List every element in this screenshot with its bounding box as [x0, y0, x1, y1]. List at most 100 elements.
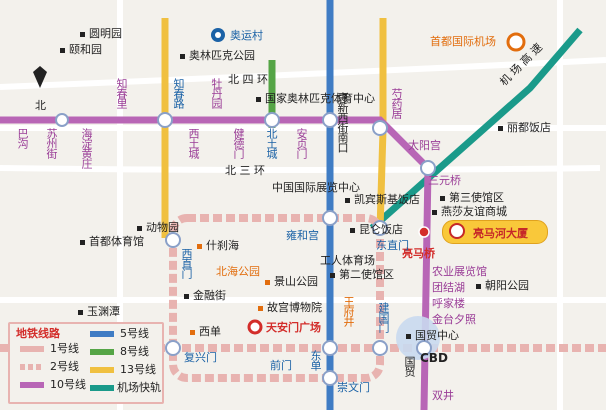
poi-chaoyangpark[interactable]: 朝阳公园 — [476, 280, 529, 292]
poi-guomaozhongxin[interactable]: 国贸中心 — [406, 330, 459, 342]
hotel-icon — [449, 223, 465, 239]
station-guomao[interactable]: 国贸 — [403, 356, 416, 376]
station-jintaixizhao[interactable]: 金台夕照 — [432, 313, 476, 326]
poi-jinrongjie[interactable]: 金融街 — [184, 290, 226, 302]
poi-aolinpike[interactable]: 奥林匹克公园 — [180, 50, 255, 62]
poi-lidu[interactable]: 丽都饭店 — [498, 122, 551, 134]
station-qianmen[interactable]: 前门 — [270, 359, 292, 372]
legend-line8: 8号线 — [120, 345, 149, 358]
legend-swatch-line8 — [90, 349, 114, 355]
legend-swatch-line1 — [20, 346, 44, 352]
line10 — [0, 116, 432, 410]
transfer-station-icon[interactable] — [322, 370, 338, 386]
transfer-station-icon[interactable] — [165, 232, 181, 248]
poi-kunlun[interactable]: 昆仑饭店 — [350, 224, 403, 236]
poi-yiheyuan[interactable]: 颐和园 — [60, 44, 102, 56]
station-shaoyaoju[interactable]: 芍药居 — [390, 88, 403, 118]
transfer-station-icon[interactable] — [322, 340, 338, 356]
transfer-station-icon[interactable] — [416, 340, 432, 356]
north-arrow-icon — [33, 66, 47, 88]
station-anzhenmen[interactable]: 安贞门 — [295, 128, 308, 158]
poi-diershiguan[interactable]: 第二使馆区 — [330, 269, 394, 281]
poi-xidan[interactable]: 西单 — [190, 326, 221, 338]
station-zhichunli[interactable]: 知春里 — [115, 78, 128, 108]
transfer-station-icon[interactable] — [322, 112, 338, 128]
poi-guozhan[interactable]: 中国国际展览中心 — [272, 181, 360, 194]
poi-cbd[interactable]: CBD — [420, 351, 448, 365]
poi-yuyuantan[interactable]: 玉渊潭 — [78, 306, 120, 318]
station-taiyanggong[interactable]: 太阳宫 — [408, 139, 441, 152]
station-liangmaqiao[interactable]: 亮马桥 — [402, 247, 435, 260]
poi-airport[interactable]: 首都国际机场 — [430, 35, 496, 48]
station-chongwenmen[interactable]: 崇文门 — [337, 381, 370, 394]
north-fourth-ring-label: 北 四 环 — [228, 73, 268, 86]
station-hujialou[interactable]: 呼家楼 — [432, 297, 465, 310]
station-beitucheng[interactable]: 北土城 — [265, 128, 278, 158]
legend-title: 地铁线路 — [16, 327, 60, 340]
north-third-ring-label: 北 三 环 — [225, 164, 265, 177]
transfer-station-icon[interactable] — [372, 120, 388, 136]
station-fuxingmen[interactable]: 复兴门 — [184, 351, 217, 364]
legend-airport: 机场快轨 — [117, 381, 161, 394]
legend-line2: 2号线 — [50, 360, 79, 373]
legend-swatch-line5 — [90, 331, 114, 337]
station-jiandemen[interactable]: 健德门 — [232, 128, 245, 158]
poi-jingshan[interactable]: 景山公园 — [265, 276, 318, 288]
station-tuanjiehu[interactable]: 团结湖 — [432, 281, 465, 294]
badge-label: 亮马河大厦 — [473, 227, 528, 240]
station-yonghegong[interactable]: 雍和宫 — [286, 229, 319, 242]
transfer-station-icon[interactable] — [165, 340, 181, 356]
station-xitucheng[interactable]: 西土城 — [187, 128, 200, 158]
poi-yansha[interactable]: 燕莎友谊商城 — [432, 206, 507, 218]
poi-gongti[interactable]: 工人体育场 — [320, 254, 375, 267]
legend-swatch-line2 — [20, 364, 44, 370]
station-jianguomen[interactable]: 建国门 — [377, 302, 390, 332]
station-dongdan[interactable]: 东单 — [309, 350, 322, 370]
legend: 地铁线路 1号线 2号线 10号线 5号线 8号线 13号线 机场快轨 — [8, 322, 164, 404]
station-shuangjing[interactable]: 双井 — [432, 389, 454, 402]
legend-line13: 13号线 — [120, 363, 156, 376]
station-wangfujing[interactable]: 王府井 — [342, 296, 355, 326]
poi-shichahai[interactable]: 什刹海 — [197, 240, 239, 252]
poi-guojiaaoti[interactable]: 国家奥林匹克体育中心 — [256, 93, 375, 105]
station-xizhimen[interactable]: 西直门 — [180, 248, 193, 278]
station-sanyuanqiao[interactable]: 三元桥 — [428, 174, 461, 187]
poi-sansheng[interactable]: 第三使馆区 — [440, 192, 504, 204]
legend-line1: 1号线 — [50, 342, 79, 355]
transfer-station-icon[interactable] — [372, 340, 388, 356]
legend-swatch-airport — [90, 385, 114, 391]
transfer-station-icon[interactable] — [264, 112, 280, 128]
poi-beihai[interactable]: 北海公园 — [216, 265, 260, 278]
target-icon — [247, 319, 263, 335]
poi-dongwuyuan[interactable]: 动物园 — [137, 222, 179, 234]
station-bagou[interactable]: 巴沟 — [16, 128, 29, 148]
transfer-station-icon[interactable] — [55, 113, 69, 127]
station-nongzhanguan[interactable]: 农业展览馆 — [432, 265, 487, 278]
station-haidianhuangzhuang[interactable]: 海淀黄庄 — [80, 128, 93, 168]
liangmaqiao-target-dot[interactable] — [418, 226, 430, 238]
legend-swatch-line13 — [90, 367, 114, 373]
poi-tiananmen[interactable]: 天安门广场 — [266, 321, 321, 334]
poi-shoutiguan[interactable]: 首都体育馆 — [80, 236, 144, 248]
station-suzhoujie[interactable]: 苏州街 — [45, 128, 58, 158]
station-zhichunlu[interactable]: 知春路 — [172, 78, 185, 108]
transfer-station-icon[interactable] — [420, 160, 436, 176]
station-mudanyuan[interactable]: 牡丹园 — [210, 78, 223, 108]
legend-line5: 5号线 — [120, 327, 149, 340]
station-huixinxijie[interactable]: 惠新西街南口 — [336, 92, 349, 152]
transfer-station-icon[interactable] — [322, 210, 338, 226]
transfer-station-icon[interactable] — [372, 220, 388, 236]
poi-gugong[interactable]: 故宫博物院 — [258, 302, 322, 314]
north-label: 北 — [35, 99, 46, 112]
liangmahe-building-badge[interactable]: 亮马河大厦 — [442, 220, 548, 244]
station-dongzhimen[interactable]: 东直门 — [376, 239, 409, 252]
poi-aoyuncun[interactable]: 奥运村 — [230, 29, 263, 42]
line2-ring — [169, 214, 384, 382]
transfer-station-icon[interactable] — [157, 112, 173, 128]
poi-kaibinsiji[interactable]: 凯宾斯基饭店 — [345, 194, 420, 206]
airport-icon — [506, 32, 526, 52]
poi-yuanmingyuan[interactable]: 圆明园 — [80, 28, 122, 40]
